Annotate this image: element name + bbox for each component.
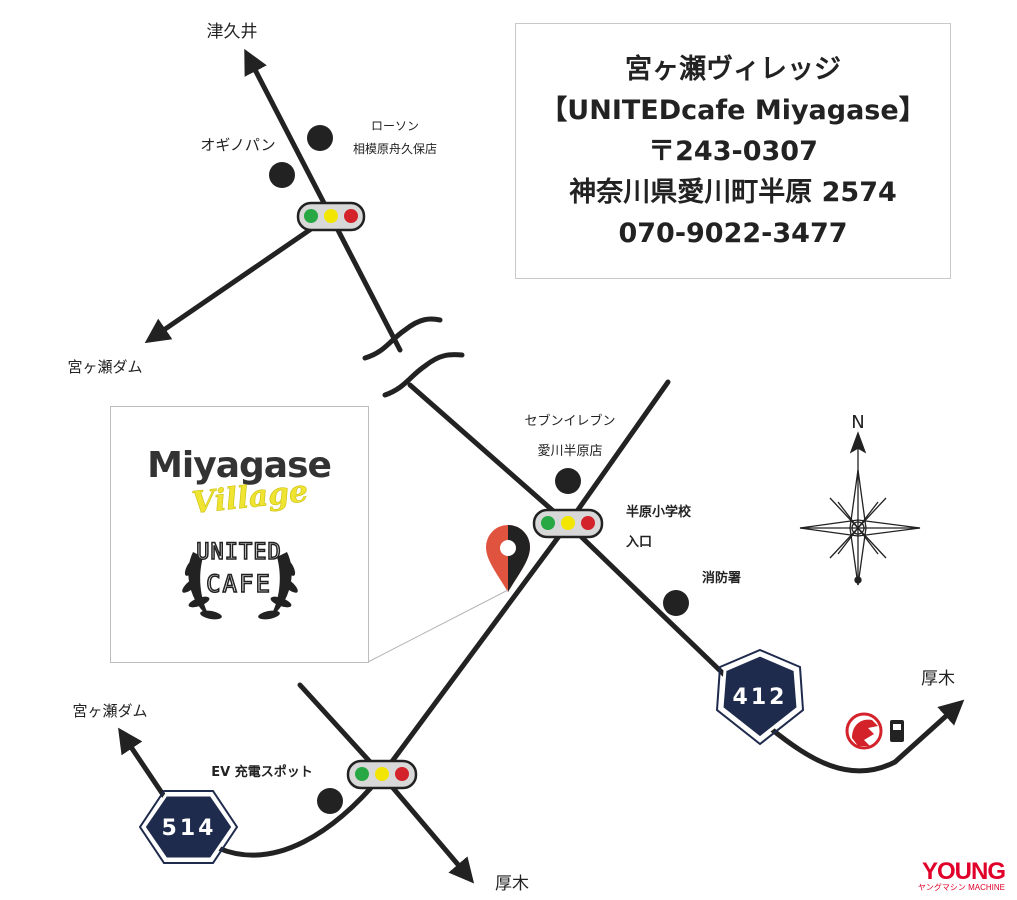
gas-station-icon [845, 712, 904, 750]
logo-cafe: CAFE [206, 570, 272, 598]
route-412-label: 412 [733, 685, 788, 710]
road-514 [215, 772, 385, 858]
traffic-light-icon [346, 759, 418, 790]
postal-code: 〒243-0307 [648, 135, 818, 167]
label-seven-eleven-1: セブンイレブン [524, 413, 615, 429]
young-machine-watermark: YOUNG ヤングマシン MACHINE [917, 858, 1006, 893]
logo-united: UNITED [196, 540, 281, 565]
lawson-dot [307, 125, 333, 151]
north-label: N [851, 412, 864, 433]
road-to-miyagase-dam-top [144, 213, 333, 344]
route-514-label: 514 [162, 816, 217, 841]
label-miyagase-dam-top: 宮ヶ瀬ダム [67, 358, 142, 376]
traffic-light-icon [532, 508, 604, 539]
fire-station-dot [663, 590, 689, 616]
label-school-2: 入口 [626, 535, 652, 550]
label-atsugi-right: 厚木 [921, 669, 955, 689]
route-514-sign: 514 [138, 790, 239, 864]
compass-rose-icon: N [799, 412, 921, 586]
label-lawson-2: 相模原舟久保店 [353, 142, 437, 156]
watermark-sub: ヤングマシン MACHINE [917, 883, 1005, 892]
venue-subtitle: 【UNITEDcafe Miyagase】 [540, 94, 926, 126]
label-tsukui: 津久井 [207, 22, 258, 42]
label-lawson-1: ローソン [371, 119, 419, 133]
address: 神奈川県愛川町半原 2574 [569, 176, 897, 208]
watermark-main: YOUNG [921, 858, 1006, 885]
label-ev-spot: EV 充電スポット [211, 764, 312, 780]
logo-miyagase: Miyagase [147, 445, 331, 486]
venue-name: 宮ヶ瀬ヴィレッジ [625, 53, 841, 85]
route-412-sign: 412 [715, 648, 805, 746]
seven-eleven-dot [555, 468, 581, 494]
pin-leader-line [367, 589, 509, 663]
map-pin-icon [486, 525, 530, 592]
phone-number: 070-9022-3477 [618, 217, 848, 249]
ev-spot-dot [317, 788, 343, 814]
label-school-1: 半原小学校 [626, 504, 692, 520]
label-oginopan: オギノパン [200, 136, 275, 154]
road-break-icon [362, 316, 465, 398]
laurel-wreath-icon [182, 552, 298, 620]
label-atsugi-bottom: 厚木 [495, 874, 529, 894]
road-to-atsugi-right [767, 699, 965, 774]
label-seven-eleven-2: 愛川半原店 [537, 444, 602, 459]
logo-box: Miyagase Village UNITED CAFE [110, 406, 369, 663]
traffic-light-icon [296, 201, 366, 232]
label-fire-station: 消防署 [702, 570, 741, 586]
logo-graphic: Miyagase Village UNITED CAFE [147, 445, 332, 620]
label-miyagase-dam-bottom: 宮ヶ瀬ダム [72, 702, 147, 720]
address-info-box: 宮ヶ瀬ヴィレッジ 【UNITEDcafe Miyagase】 〒243-0307… [515, 23, 951, 279]
landmarks [269, 125, 689, 814]
oginopan-dot [269, 162, 295, 188]
